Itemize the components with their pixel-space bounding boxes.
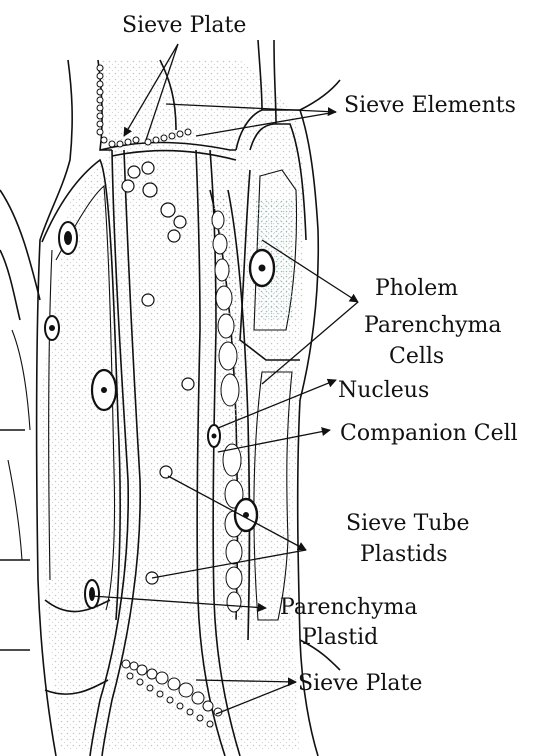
- label-parenchyma-plastid-line2: Plastid: [302, 625, 378, 650]
- label-phloem-parenchyma-line3: Cells: [389, 344, 444, 369]
- label-companion-cell: Companion Cell: [340, 421, 518, 446]
- tissue-stipple: [40, 60, 305, 750]
- label-sieve-plate-top: Sieve Plate: [122, 13, 246, 38]
- label-nucleus: Nucleus: [338, 378, 429, 403]
- label-sieve-tube-plastids-line1: Sieve Tube: [346, 511, 470, 536]
- label-phloem-parenchyma-line2: Parenchyma: [364, 313, 502, 338]
- label-sieve-plate-bottom: Sieve Plate: [298, 671, 422, 696]
- label-parenchyma-plastid-line1: Parenchyma: [280, 595, 418, 620]
- label-sieve-elements: Sieve Elements: [344, 93, 516, 118]
- label-sieve-tube-plastids-line2: Plastids: [360, 542, 448, 567]
- label-phloem-parenchyma-line1: Pholem: [375, 276, 458, 301]
